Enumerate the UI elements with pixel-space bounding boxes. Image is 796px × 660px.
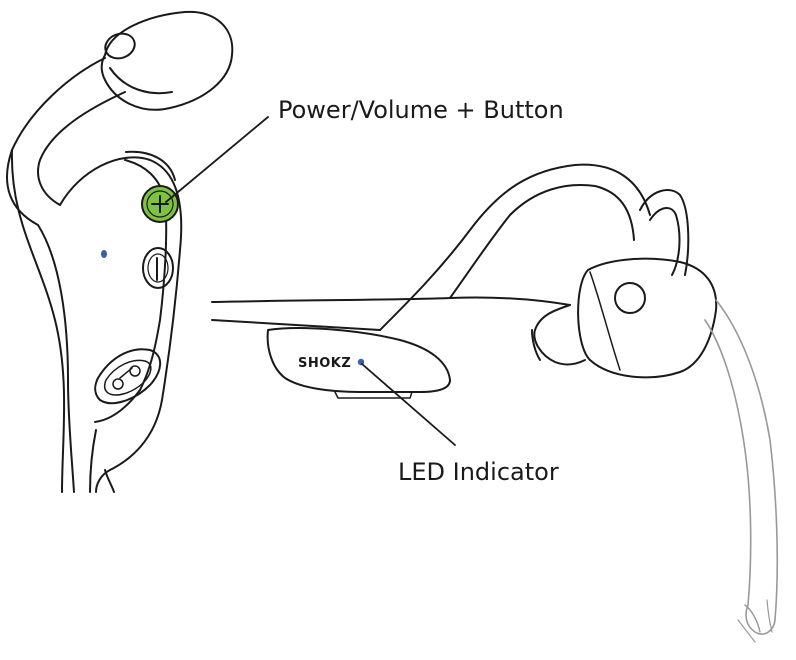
side-module-closeup: [7, 12, 232, 492]
headset-full: [212, 165, 777, 642]
charging-port: [95, 349, 160, 403]
earpiece-pad: [102, 12, 233, 110]
callout-line-led: [362, 364, 455, 445]
brand-logo: SHOKZ: [298, 356, 351, 371]
callout-power-volume-button: Power/Volume + Button: [278, 98, 564, 122]
transducer-button: [615, 283, 645, 313]
transducer-right: [578, 259, 716, 378]
callout-led-indicator: LED Indicator: [398, 460, 559, 484]
headband: [380, 165, 650, 330]
module-led-dot: [101, 250, 107, 258]
boom-mic: [705, 300, 777, 634]
callout-line-power: [166, 117, 268, 202]
headset-arm-left: [212, 297, 570, 305]
ear-hook: [7, 58, 105, 225]
earpiece-button: [102, 30, 138, 63]
